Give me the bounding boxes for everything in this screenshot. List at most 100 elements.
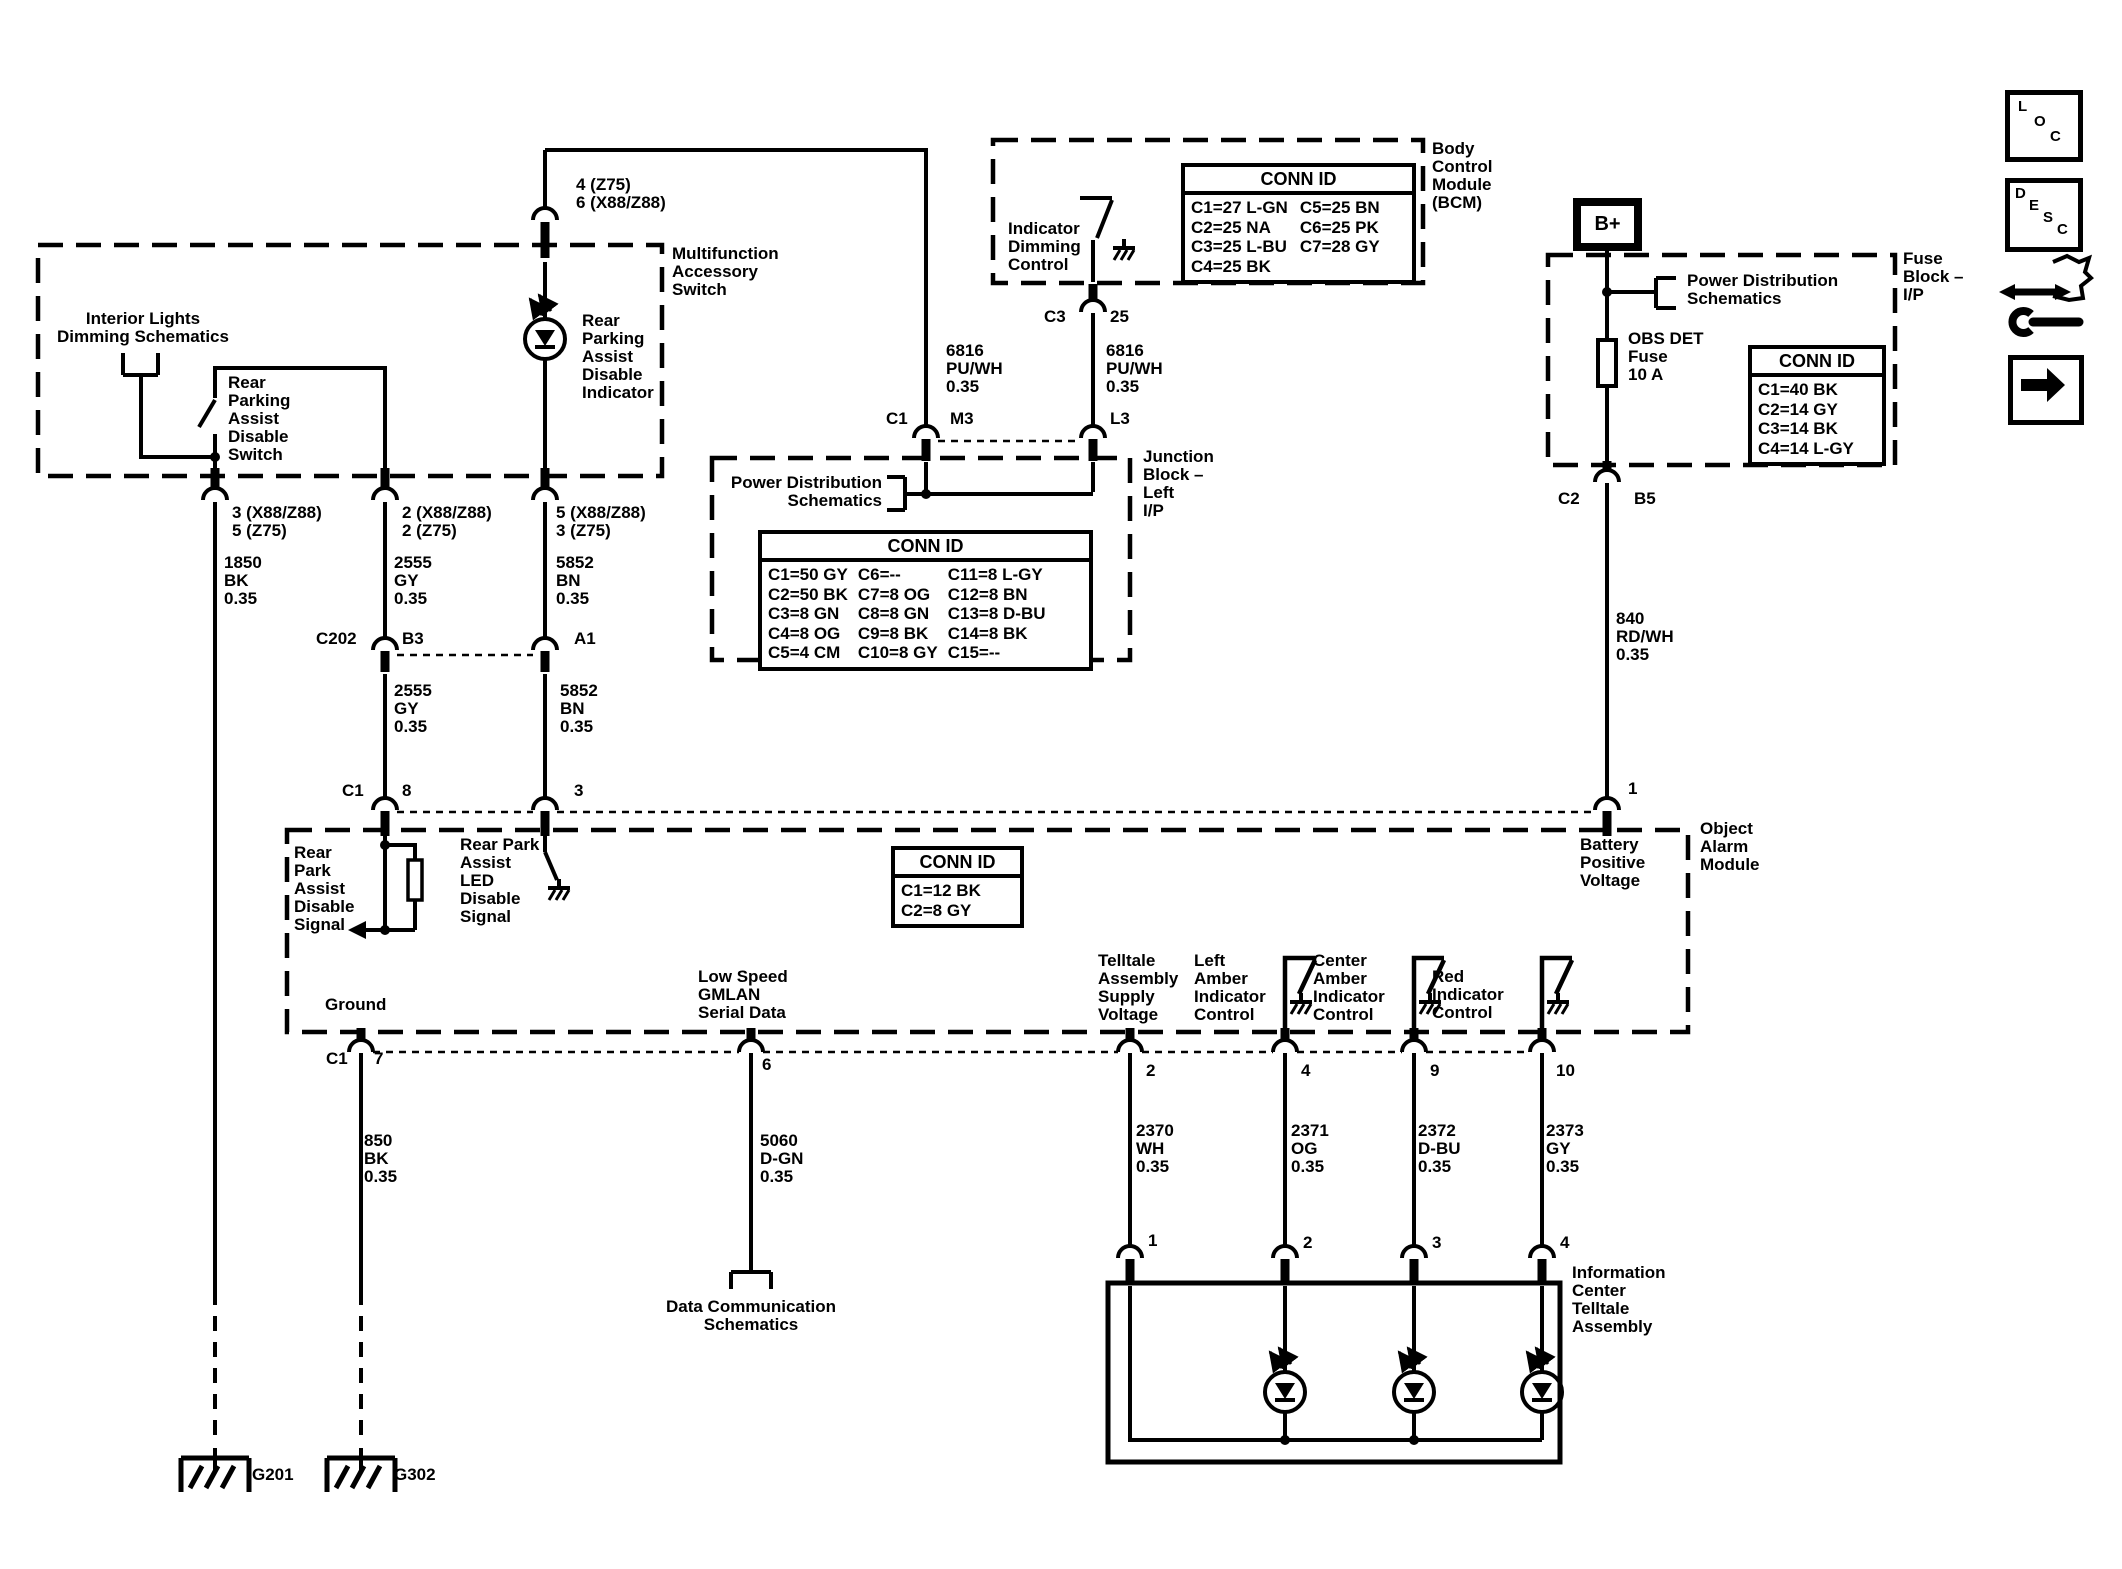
conn-id-title-jb: CONN ID [762,534,1089,562]
conn-id-jb-col2: C6=-- C7=8 OG C8=8 GN C9=8 BK C10=8 GY [857,565,938,662]
mas-bottom-pin-1: 3 (X88/Z88) 5 (Z75) [232,503,322,540]
resistor-symbol [406,858,424,902]
wire-5060: 5060 D-GN 0.35 [760,1131,804,1186]
loc-letter-c: C [2050,128,2061,145]
desc-letter-c: C [2057,221,2068,238]
bcm-pin-connector: C3 [1044,307,1066,326]
oam-top-pin-8: 8 [402,781,412,800]
multifunction-switch-module-label: Multifunction Accessory Switch [672,244,779,299]
conn-id-title-oam: CONN ID [895,850,1020,878]
connector-c202: C202 [316,629,357,648]
tt-pin-2: 2 [1303,1233,1313,1252]
conn-id-bcm-col2: C5=25 BN C6=25 PK C7=28 GY [1299,198,1380,256]
connector-stubs [210,222,1612,1284]
bcm-indicator-dimming-label: Indicator Dimming Control [1008,219,1081,274]
wire-2372: 2372 D-BU 0.35 [1418,1121,1461,1176]
left-amber-switch [1282,955,1318,1032]
jb-pin-m3: M3 [950,409,974,428]
red-led [1522,1348,1562,1412]
wire-1850: 1850 BK 0.35 [224,553,262,608]
wire-840: 840 RD/WH 0.35 [1616,609,1674,664]
arrows-wrench-glyph [1999,253,2094,337]
jb-power-dist-ref: Power Distribution Schematics [730,473,882,510]
mas-top-pins: 4 (Z75) 6 (X88/Z88) [576,175,666,212]
conn-id-jb-col3: C11=8 L-GY C12=8 BN C13=8 D-BU C14=8 BK … [947,565,1046,662]
oam-module-label: Object Alarm Module [1700,819,1760,874]
conn-id-table-oam: CONN ID C1=12 BK C2=8 GY [891,846,1024,928]
center-amber-switch [1411,955,1447,1032]
tt-pin-3: 3 [1432,1233,1442,1252]
desc-letter-d: D [2015,185,2026,202]
loc-button[interactable]: L O C [2005,90,2083,162]
data-comm-ref: Data Communication Schematics [665,1297,837,1334]
oam-telltale-supply-label: Telltale Assembly Supply Voltage [1098,951,1179,1024]
fuse-symbol [1596,338,1618,388]
conn-id-table-junction-block: CONN ID C1=50 GY C2=50 BK C3=8 GN C4=8 O… [758,530,1093,671]
wire-5852-lower: 5852 BN 0.35 [560,681,598,736]
oam-battery-positive: Battery Positive Voltage [1580,835,1646,890]
oam-ground-label: Ground [325,995,387,1014]
wire-6816-left: 6816 PU/WH 0.35 [946,341,1003,396]
interior-lights-bracket [121,353,160,377]
conn-id-table-bcm: CONN ID C1=27 L-GN C2=25 NA C3=25 L-BU C… [1181,163,1416,284]
tt-pin-4: 4 [1560,1233,1570,1252]
bcm-ground-icon [1111,237,1137,262]
tt-pin-1: 1 [1148,1231,1158,1250]
wire-850: 850 BK 0.35 [364,1131,398,1186]
oam-bottom-pin-c1: C1 [326,1049,348,1068]
fb-power-dist-ref: Power Distribution Schematics [1687,271,1839,308]
fb-pin-connector: C2 [1558,489,1580,508]
loc-letter-l: L [2018,98,2028,115]
oam-bottom-pin-10: 10 [1556,1061,1575,1080]
junction-block-box [709,455,1133,663]
oam-left-amber-label: Left Amber Indicator Control [1194,951,1266,1024]
telltale-assembly-module-label: Information Center Telltale Assembly [1572,1263,1666,1336]
interior-lights-ref: Interior Lights Dimming Schematics [57,309,229,346]
loc-letter-o: O [2034,113,2046,130]
right-arrow-icon [2021,368,2065,402]
left-amber-ground-icon [1288,991,1314,1016]
oam-led-switch-ground-icon [546,877,572,902]
rpa-disable-switch-blade [197,398,217,429]
fuse-label: OBS DET Fuse 10 A [1628,329,1704,384]
oam-red-indicator-label: Red Indicator Control [1432,967,1504,1022]
oam-bottom-pin-2: 2 [1146,1061,1156,1080]
object-alarm-module-box [284,827,1691,1035]
oam-top-pin-1: 1 [1628,779,1638,798]
jb-pin-l3: L3 [1110,409,1130,428]
g302-ground-icon [327,1448,395,1492]
ground-g302-label: G302 [394,1465,436,1484]
oam-bottom-pin-6: 6 [762,1055,772,1074]
conn-id-oam-col1: C1=12 BK C2=8 GY [901,881,981,920]
desc-button[interactable]: D E S C [2005,178,2083,252]
jb-pin-c1: C1 [886,409,908,428]
conn-id-bcm-col1: C1=27 L-GN C2=25 NA C3=25 L-BU C4=25 BK [1191,198,1288,276]
wire-2373: 2373 GY 0.35 [1546,1121,1584,1176]
red-ground-icon [1545,991,1571,1016]
next-page-button[interactable] [2008,355,2084,425]
oam-bottom-pin-9: 9 [1430,1061,1440,1080]
battery-positive-terminal: B+ [1594,213,1621,235]
oam-gmlan-label: Low Speed GMLAN Serial Data [698,967,788,1022]
center-amber-led [1394,1348,1434,1412]
left-amber-led [1265,1348,1305,1412]
fb-power-dist-bracket [1654,276,1676,310]
bcm-box [990,137,1426,286]
conn-id-title-bcm: CONN ID [1185,167,1412,195]
ground-g201-label: G201 [252,1465,294,1484]
wire-2371: 2371 OG 0.35 [1291,1121,1329,1176]
connector-b3: B3 [402,629,424,648]
oam-rpa-disable-signal: Rear Park Assist Disable Signal [294,843,355,934]
vehicle-repair-icon[interactable] [1995,248,2095,348]
rpa-disable-indicator-led [525,295,565,359]
oam-led-disable-switch-blade [543,851,559,881]
connector-dotted-lines [373,439,1595,1054]
bcm-pin-number: 25 [1110,307,1129,326]
oam-rpa-led-disable: Rear Park Assist LED Disable Signal [460,835,540,926]
wire-2555-lower: 2555 GY 0.35 [394,681,432,736]
telltale-assembly-box [1105,1280,1563,1465]
wire-2370: 2370 WH 0.35 [1136,1121,1174,1176]
junction-block-module-label: Junction Block – Left I/P [1143,447,1214,520]
